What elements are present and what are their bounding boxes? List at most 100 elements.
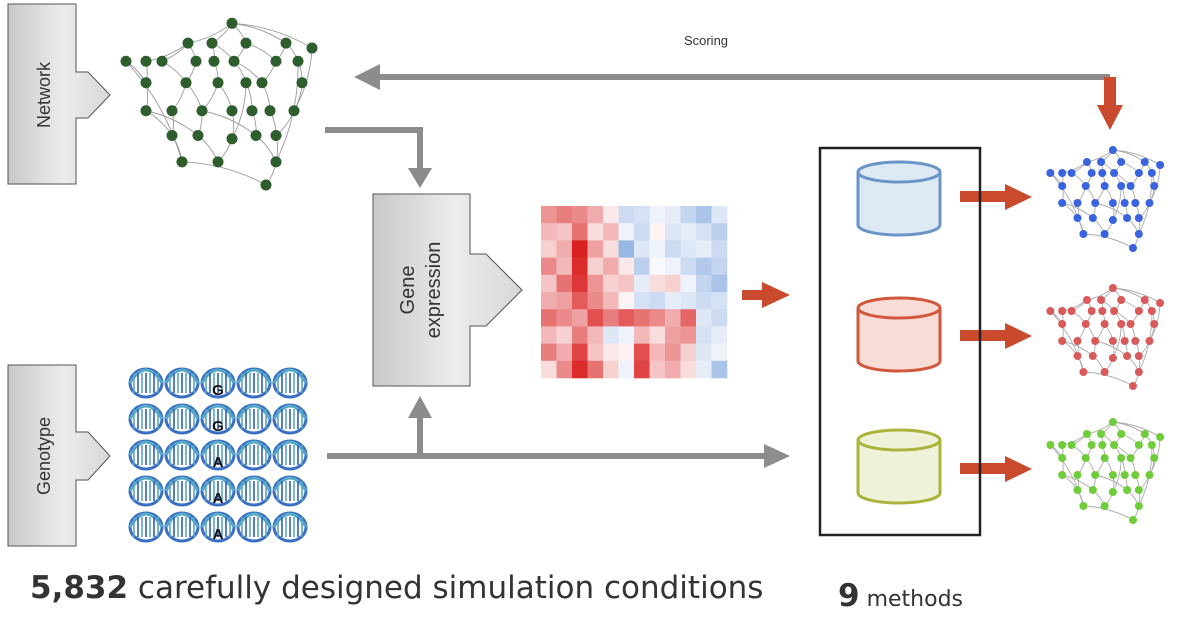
network-node (1081, 320, 1090, 328)
heatmap-cell (556, 360, 573, 379)
genotype-label: Genotype (34, 417, 54, 495)
network-node (270, 55, 282, 67)
heatmap-cell (696, 343, 712, 362)
heatmap-cell (711, 257, 728, 276)
heatmap-cell (634, 223, 650, 241)
heatmap-cell (634, 309, 650, 327)
network-node (1100, 502, 1109, 510)
heatmap-cell (541, 257, 557, 276)
network-node (1087, 307, 1096, 315)
heatmap-cell (680, 343, 697, 362)
network-node (1134, 307, 1143, 315)
network-node (1131, 337, 1140, 345)
network-node (1134, 502, 1143, 510)
heatmap-cell (541, 360, 557, 379)
network-node (1046, 441, 1055, 449)
network-node (1145, 199, 1154, 207)
heatmap-cell (587, 292, 604, 310)
heatmap-cell (572, 257, 588, 276)
allele-letter: A (213, 526, 224, 543)
heatmap-cell (556, 309, 573, 327)
heatmap-cell (603, 292, 619, 310)
network-node (228, 55, 240, 67)
red-arrows (742, 77, 1123, 482)
network-node (1097, 158, 1106, 166)
network-edge (1112, 287, 1161, 304)
dna-helix-icon (164, 403, 200, 435)
network-node (1058, 182, 1067, 190)
heatmap-cell (649, 240, 666, 258)
dna-helix-icon (236, 439, 272, 471)
network-node (1156, 299, 1165, 307)
network-node (1108, 471, 1117, 479)
heatmap-cell (696, 240, 712, 258)
network-node (140, 55, 152, 67)
allele-letter: A (213, 454, 224, 471)
network-node (270, 156, 282, 168)
network-node (1100, 320, 1109, 328)
heatmap-cell (649, 257, 666, 276)
heatmap-cell (541, 326, 557, 344)
network-node (1134, 169, 1143, 177)
network-edge (1083, 505, 1134, 521)
dna-helix-icon (272, 439, 308, 471)
network-node (180, 77, 192, 89)
network-node (1145, 337, 1154, 345)
heatmap-cell (665, 223, 681, 241)
method-database-green-icon (856, 428, 942, 505)
heatmap-cell (711, 360, 728, 379)
heatmap-cell (711, 274, 728, 293)
network-node (264, 105, 276, 117)
heatmap-cell (696, 274, 712, 293)
heatmap-cell (618, 360, 635, 379)
heatmap-cell (603, 206, 619, 224)
network-node (1073, 199, 1082, 207)
heatmap-cell (634, 360, 650, 379)
heatmap-cell (665, 257, 681, 276)
network-node (166, 105, 178, 117)
heatmap-cell (556, 292, 573, 310)
dna-helix-icon (272, 403, 308, 435)
heatmap-cell (572, 274, 588, 293)
network-node (1100, 368, 1109, 376)
arrowhead-icon (1005, 184, 1032, 210)
heatmap-cell (572, 223, 588, 241)
network-node (1145, 471, 1154, 479)
network-node (1131, 199, 1140, 207)
heatmap-cell (618, 223, 635, 241)
network-node (1058, 454, 1067, 462)
network-node (1126, 454, 1135, 462)
flow-arrows (325, 64, 1110, 468)
network-edge (231, 22, 287, 44)
arrowhead-icon (1005, 456, 1032, 482)
heatmap-cell (541, 240, 557, 258)
network-node (1058, 441, 1067, 449)
heatmap-cell (649, 292, 666, 310)
network-node (1073, 352, 1082, 360)
heatmap-cell (634, 257, 650, 276)
heatmap-cell (556, 326, 573, 344)
allele-letter: A (213, 490, 224, 507)
heatmap-cell (711, 206, 728, 224)
network-node (1128, 516, 1137, 524)
network-node (1067, 307, 1076, 315)
network-node (1091, 199, 1100, 207)
network-node (1091, 471, 1100, 479)
heatmap-cell (680, 206, 697, 224)
heatmap-cell (665, 206, 681, 224)
inferred-network-green (1046, 418, 1165, 524)
network-edge (1083, 233, 1134, 249)
network-node (226, 133, 238, 145)
heatmap-cell (587, 240, 604, 258)
network-node (240, 37, 252, 49)
inferred-network-blue (1046, 146, 1165, 252)
heatmap-cell (680, 326, 697, 344)
network-node (1058, 320, 1067, 328)
network-node (1123, 352, 1132, 360)
dna-helix-icon (164, 511, 200, 543)
heatmap-cell (696, 257, 712, 276)
network-edge (1112, 421, 1161, 438)
heatmap-cell (587, 274, 604, 293)
dna-helix-icon (236, 403, 272, 435)
network-node (1140, 430, 1149, 438)
